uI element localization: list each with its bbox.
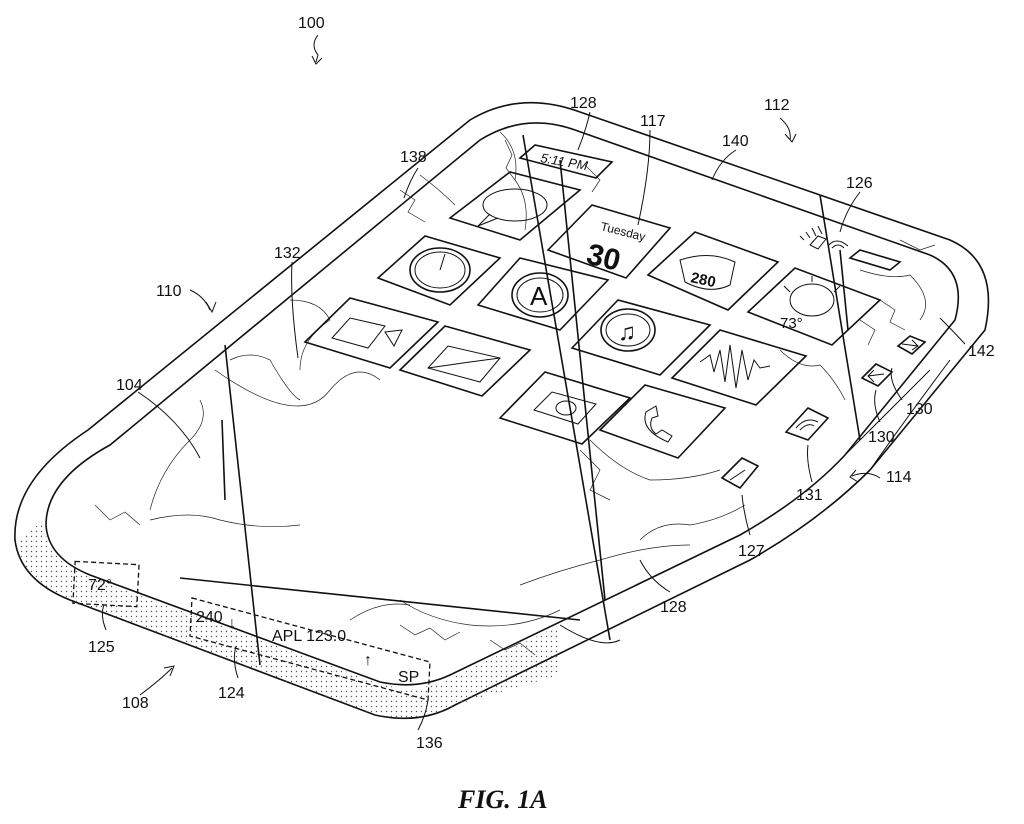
edge-stock-text: APL 123.0 <box>272 628 346 645</box>
ref-100: 100 <box>298 15 325 32</box>
highway-shield-text: 280 <box>689 269 717 291</box>
ref-128-top: 128 <box>570 95 597 112</box>
edge-index-text: SP <box>398 669 419 686</box>
side-edge-controls <box>720 335 927 490</box>
ref-108: 108 <box>122 695 149 712</box>
device-body <box>14 101 990 720</box>
ref-127: 127 <box>738 543 765 560</box>
app-store-glyph: A <box>530 281 548 311</box>
edge-display: 72° 240 ↓ APL 123.0 ↑ SP <box>72 560 431 701</box>
edge-ticker-widget[interactable]: 240 ↓ APL 123.0 ↑ SP <box>189 597 431 701</box>
figure-caption: FIG. 1A <box>457 785 548 814</box>
weather-temp-text: 73° <box>780 315 803 332</box>
ref-117: 117 <box>640 113 666 130</box>
ref-126: 126 <box>846 175 873 192</box>
edge-temp-text: 72° <box>88 577 112 594</box>
ref-124: 124 <box>218 685 245 702</box>
camera-app-icon[interactable] <box>498 371 632 445</box>
ref-132: 132 <box>274 245 301 262</box>
time-display: 5:11 PM <box>518 144 614 179</box>
ref-104: 104 <box>116 377 143 394</box>
ref-130-a: 130 <box>906 401 933 418</box>
phone-app-icon[interactable] <box>598 384 727 459</box>
edge-display-dotted-region <box>18 520 560 719</box>
edge-value-text: 240 <box>196 609 223 626</box>
down-arrow-icon: ↓ <box>228 615 236 632</box>
wifi-icon <box>827 240 849 249</box>
side-button-icon[interactable] <box>720 457 760 490</box>
ref-130-b: 130 <box>868 429 895 446</box>
ref-114: 114 <box>886 469 912 486</box>
video-app-icon[interactable] <box>303 297 440 369</box>
background-sketch <box>94 131 936 656</box>
voice-memo-app-icon[interactable] <box>670 329 808 406</box>
ref-136: 136 <box>416 735 443 752</box>
weather-app-icon[interactable]: 73° <box>746 267 882 346</box>
reflection-lines <box>179 134 861 666</box>
ref-112: 112 <box>764 97 790 114</box>
signal-strength-icon <box>799 225 827 250</box>
calendar-date-text: 30 <box>583 238 623 278</box>
ref-128-bottom: 128 <box>660 599 687 616</box>
app-store-icon[interactable]: A <box>476 257 610 331</box>
calendar-day-text: Tuesday <box>599 219 647 244</box>
back-arrow-icon[interactable] <box>860 363 894 387</box>
status-bar: 5:11 PM <box>518 144 902 271</box>
ref-138: 138 <box>400 149 427 166</box>
ref-140: 140 <box>722 133 749 150</box>
volume-icon[interactable] <box>784 407 830 441</box>
maps-app-icon[interactable]: 280 <box>646 231 780 311</box>
mail-app-icon[interactable] <box>398 325 532 397</box>
reference-numerals: 100 128 117 112 140 138 126 132 110 142 … <box>88 15 995 752</box>
ref-125: 125 <box>88 639 115 656</box>
up-arrow-icon: ↑ <box>364 652 372 669</box>
ref-131: 131 <box>796 487 823 504</box>
leader-lines <box>101 34 966 731</box>
edge-temp-widget[interactable]: 72° <box>72 560 140 608</box>
music-note-glyph: ♫ <box>618 319 636 346</box>
ref-110: 110 <box>156 283 182 300</box>
messages-app-icon[interactable] <box>448 171 582 241</box>
app-icon-grid: Tuesday 30 A 280 73° <box>303 171 882 459</box>
forward-arrow-icon[interactable] <box>896 335 927 355</box>
battery-icon <box>848 249 902 271</box>
ref-142: 142 <box>968 343 995 360</box>
music-app-icon[interactable]: ♫ <box>570 299 712 376</box>
clock-app-icon[interactable] <box>376 235 502 306</box>
